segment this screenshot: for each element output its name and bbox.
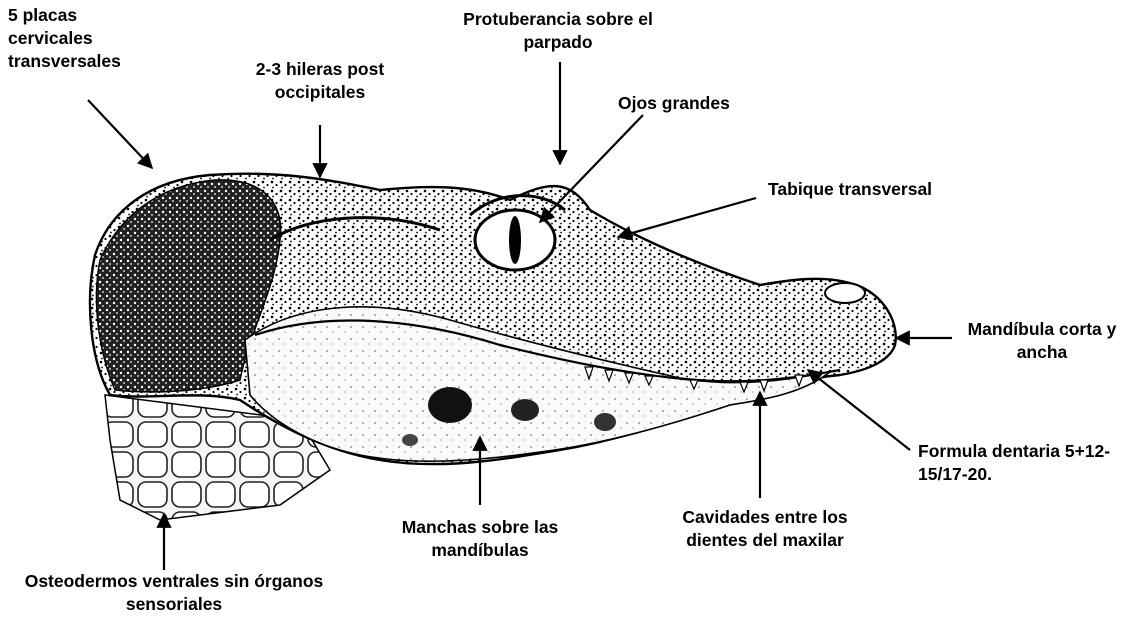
label-big-eyes: Ojos grandes — [618, 92, 730, 115]
arrow-cervical-plates — [88, 100, 152, 168]
label-post-occipital-rows: 2-3 hileras post occipitales — [240, 58, 400, 104]
pupil — [509, 216, 521, 264]
label-ventral-osteoderms: Osteodermos ventrales sin órganos sensor… — [4, 570, 344, 616]
label-jaw-spots: Manchas sobre las mandíbulas — [385, 516, 575, 562]
arrow-septum — [618, 198, 756, 237]
arrow-dental — [808, 370, 910, 450]
jaw-spot — [594, 413, 616, 431]
jaw-spot — [511, 399, 539, 421]
label-eyelid-protuberance: Protuberancia sobre el parpado — [448, 8, 668, 54]
label-short-wide-jaw: Mandíbula corta y ancha — [950, 318, 1134, 364]
label-maxillary-cavities: Cavidades entre los dientes del maxilar — [665, 506, 865, 552]
label-cervical-plates: 5 placas cervicales transversales — [8, 4, 121, 73]
jaw-spot — [402, 434, 418, 446]
nostril — [825, 283, 865, 303]
jaw-spot — [428, 387, 472, 423]
arrow-eyes — [540, 115, 643, 222]
label-dental-formula: Formula dentaria 5+12- 15/17-20. — [918, 440, 1110, 486]
label-transverse-septum: Tabique transversal — [768, 178, 932, 201]
